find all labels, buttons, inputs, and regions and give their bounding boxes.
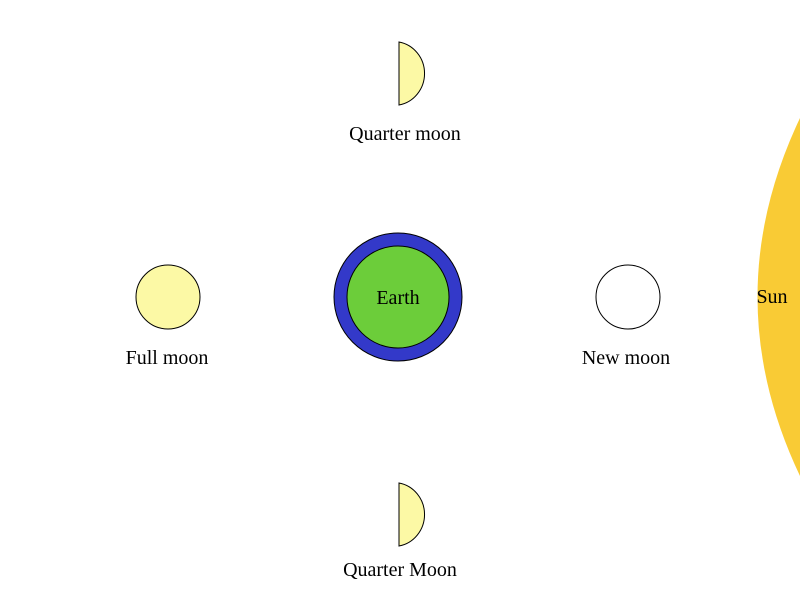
quarter-moon-bottom: [398, 482, 425, 547]
earth-land: [346, 245, 450, 349]
full-moon-label: Full moon: [126, 347, 209, 369]
full-moon: [135, 264, 201, 330]
sun: [757, 118, 800, 476]
new-moon-label: New moon: [582, 347, 670, 369]
new-moon: [595, 264, 661, 330]
quarter-moon-bottom-label: Quarter Moon: [343, 559, 457, 581]
quarter-moon-top-label: Quarter moon: [349, 123, 461, 145]
sun-label: Sun: [756, 286, 787, 308]
quarter-moon-top: [398, 41, 425, 106]
earth-label: Earth: [376, 287, 419, 309]
